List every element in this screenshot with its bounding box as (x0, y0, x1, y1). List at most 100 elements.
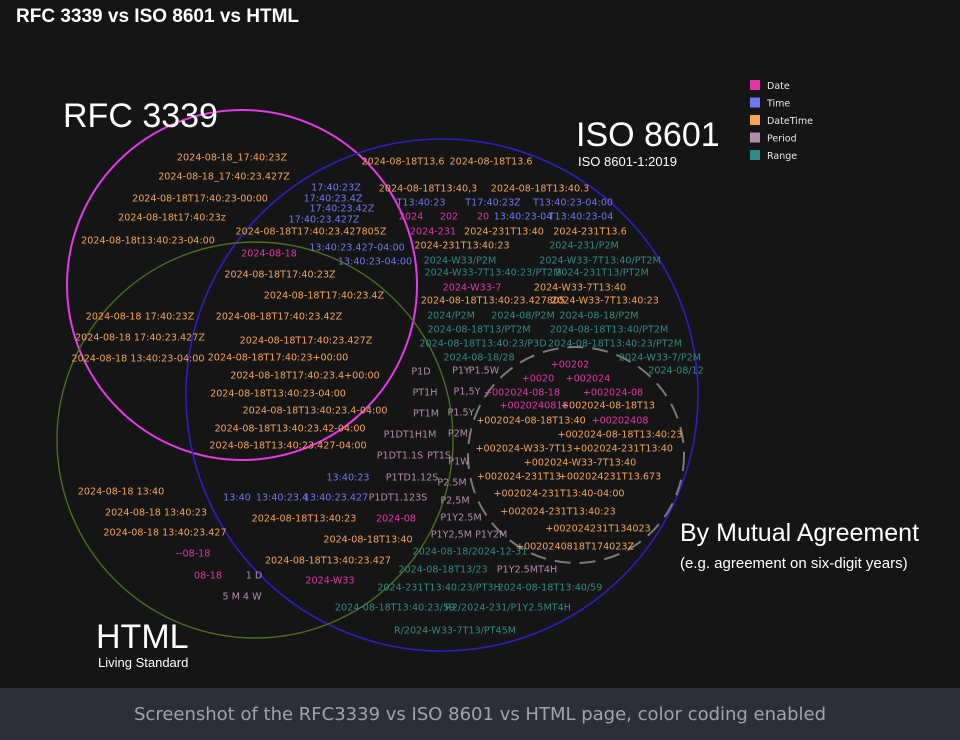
page-title: RFC 3339 vs ISO 8601 vs HTML (16, 6, 300, 27)
item-iso-datetime: 2024-08-18T13:40,3 (379, 184, 477, 195)
item-mutual-datetime: +002024-W33-7T13:40 (524, 458, 637, 469)
item-mutual-datetime: +002024231T134023 (545, 524, 650, 535)
item-iso-time: T17:40:23Z (464, 198, 521, 209)
item-iso-period: P2,5M (440, 496, 469, 507)
html-circle (56, 241, 454, 639)
item-all3-datetime: 2024-08-18T17:40:23.427Z (240, 336, 373, 347)
item-rfc_iso-time: 17:40:23.42Z (310, 204, 375, 215)
item-iso-range: 2024-08-18T13:40/PT2M (550, 325, 669, 336)
item-mutual-datetime: +002024-08-18T13 (561, 401, 655, 412)
item-mutual-date: +0020 (522, 374, 554, 385)
rfc-title: RFC 3339 (63, 97, 218, 135)
item-rfc_iso-time: 17:40:23Z (311, 183, 361, 194)
item-iso-period: P1.5Y (448, 408, 475, 419)
item-iso_html-time: 13:40:23.4 (256, 493, 308, 504)
item-iso-datetime: 2024-08-18T13,6 (362, 157, 445, 168)
item-mutual-date: +00202408 (592, 416, 649, 427)
item-html-datetime: 2024-08-18 13:40:23.427 (103, 528, 226, 539)
item-all3-datetime: 2024-08-18T17:40:23Z (224, 270, 336, 281)
item-iso-range: 2024/P2M (427, 311, 475, 322)
mutual-title: By Mutual Agreement (680, 519, 919, 547)
item-iso_html-period: P1D (411, 367, 430, 378)
item-rfc_html-datetime: 2024-08-18 13:40:23-04:00 (71, 354, 204, 365)
item-iso-time: T13:40:23-04 (548, 212, 614, 223)
legend-label-period: Period (767, 134, 797, 145)
item-mutual-date: +002024 (566, 374, 611, 385)
item-mutual-datetime: +002024-231T13:40:23 (500, 507, 615, 518)
item-iso-range: 2024-08-18T13/PT2M (427, 325, 530, 336)
item-iso-datetime: 2024-W33-7T13:40 (534, 283, 626, 294)
item-iso-period: P1Y2,5M P1Y2M (431, 530, 507, 541)
item-iso-range: 2024-231T13/PT2M (555, 268, 649, 279)
legend-swatch-period (750, 132, 760, 143)
item-mutual-date: +0020240818 (499, 401, 568, 412)
legend-swatch-time (750, 97, 760, 108)
legend-swatch-date (750, 80, 760, 90)
item-iso-datetime: 2024-08-18T13:40:23.427805 (421, 296, 565, 307)
item-iso_html-period: P1TD1.12S (386, 473, 439, 484)
item-all3-datetime: 2024-08-18T17:40:23.4Z (264, 291, 385, 302)
item-iso_html-period: P1DT1.1S (377, 451, 423, 462)
item-mutual-datetime: +002024-231T13:40-04:00 (493, 489, 624, 500)
item-all3-datetime: 2024-08-18T17:40:23.4+00:00 (230, 371, 380, 382)
item-mutual-datetime: +002024-231T13:40 (573, 444, 673, 455)
item-iso_html-datetime: 2024-08-18T13:40:23.427 (265, 556, 391, 567)
item-rfc_iso-datetime: 2024-08-18T17:40:23.427805Z (236, 227, 387, 238)
item-iso-time: T13:40:23-04:00 (532, 198, 613, 209)
item-iso-period: P2.5M (437, 478, 466, 489)
caption-bar: Screenshot of the RFC3339 vs ISO 8601 vs… (0, 688, 960, 740)
item-rfc-datetime: 2024-08-18t17:40:23z (118, 213, 226, 224)
item-iso_html-time: 13:40:23.427 (304, 493, 368, 504)
item-iso_html-date: 2024-W33 (305, 576, 354, 587)
item-html-date: 08-18 (194, 571, 222, 582)
item-mutual-datetime: +0020240818T174023Z (516, 542, 635, 553)
item-all3-datetime: 2024-08-18T13:40:23.42-04:00 (214, 424, 365, 435)
item-mutual-date: +002024-08-18 (484, 388, 560, 399)
item-iso-range: 2024-08-18T13:40/59 (498, 583, 603, 594)
item-iso-datetime: 2024-W33-7T13:40:23 (551, 296, 659, 307)
item-mutual-datetime: +002024-08-18T13:40:23 (558, 430, 683, 441)
item-iso-range: 2024-W33-7T13:40/PT2M (539, 256, 661, 267)
item-iso-range: 2024-08-18T13:40:23/PT2M (548, 339, 682, 350)
rfc-circle (66, 109, 418, 461)
item-iso_html-date: 2024-08 (376, 514, 416, 525)
item-mutual-datetime: +002024231T13.673 (559, 472, 661, 483)
item-iso-range: 2024-W33/P2M (424, 256, 497, 267)
item-iso-datetime: 2024-231T13:40:23 (414, 241, 509, 252)
legend-swatch-range (750, 150, 760, 160)
item-all3-datetime: 2024-08-18T17:40:23+00:00 (208, 353, 348, 364)
item-iso-range: R2/2024-231/P1Y2.5MT4H (445, 603, 571, 614)
item-rfc-datetime: 2024-08-18_17:40:23Z (177, 153, 288, 164)
item-html-datetime: 2024-08-18 13:40 (78, 487, 164, 498)
item-iso_html-period: PT1H (413, 388, 438, 399)
item-iso-range: 2024-08/P2M (491, 311, 554, 322)
item-mutual-datetime: +002024-W33-7T13 (475, 444, 572, 455)
item-rfc_iso-time: 17:40:23.427Z (288, 215, 359, 226)
item-iso-datetime: 2024-231T13:40 (464, 227, 544, 238)
item-iso_html-period: PT1S (427, 451, 451, 462)
item-mutual-datetime: +002024-231T13 (477, 472, 562, 483)
item-iso-period: P1Y (452, 366, 470, 377)
item-html-datetime: 2024-08-18 13:40:23 (105, 508, 207, 519)
item-mutual-date: +00202 (551, 360, 590, 371)
item-iso-datetime: 2024-08-18T13:40.3 (491, 184, 589, 195)
item-rfc_html-datetime: 2024-08-18 17:40:23.427Z (75, 333, 205, 344)
item-rfc_html-datetime: 2024-08-18 17:40:23Z (86, 312, 195, 323)
item-iso-range: 2024-08-18/P2M (559, 311, 638, 322)
item-all3-datetime: 2024-08-18T13:40:23.427-04:00 (209, 441, 366, 452)
item-iso_html-time: 13:40 (223, 493, 251, 504)
legend-label-datetime: DateTime (767, 116, 813, 127)
mutual-subtitle: (e.g. agreement on six-digit years) (680, 555, 908, 572)
item-iso-period: P1,5Y (454, 387, 481, 398)
item-rfc_iso-time: 13:40:23.427-04:00 (309, 243, 405, 254)
item-iso-range: 2024-08-18/28 (443, 353, 514, 364)
item-iso-time: 13:40:23-04 (494, 212, 553, 223)
item-iso-range: 2024-08-18T13:40:23/59 (335, 603, 455, 614)
item-iso-period: P1Y2.5MT4H (497, 565, 557, 576)
item-rfc_iso-time: 17:40:23.4Z (304, 194, 363, 205)
item-all3-date: 2024-08-18 (241, 249, 297, 260)
item-html-period: 1 D (246, 571, 263, 582)
html-subtitle: Living Standard (98, 655, 188, 670)
html-title: HTML (96, 618, 189, 656)
